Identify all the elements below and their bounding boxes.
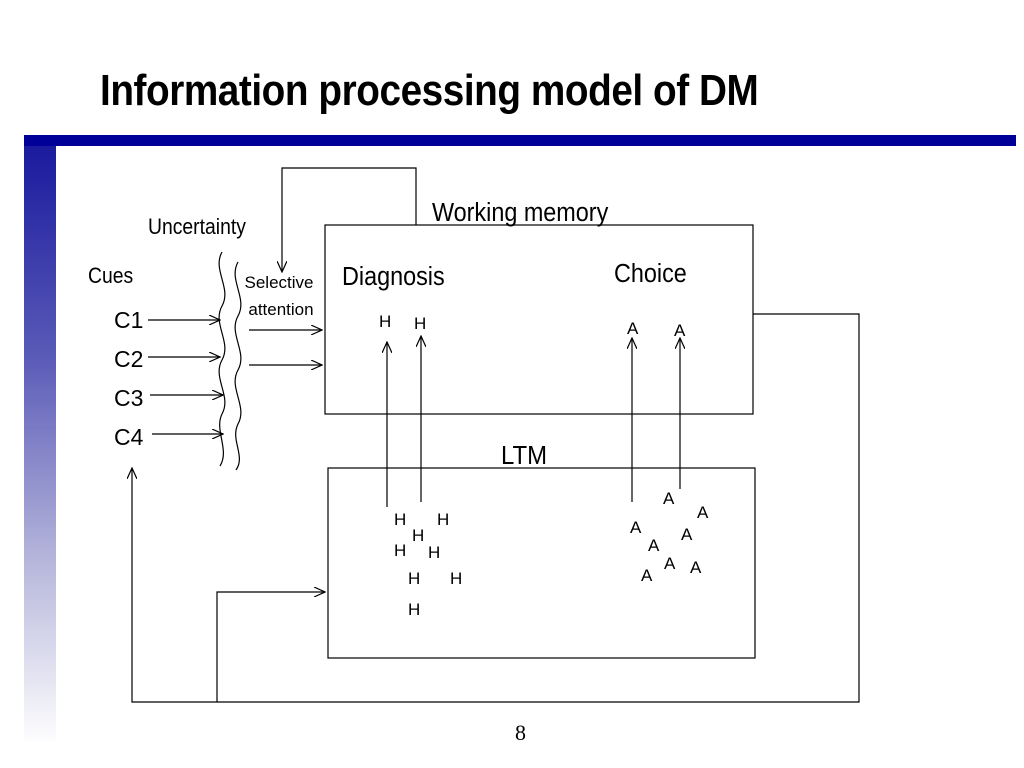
- cue-c4-label: C4: [114, 424, 144, 450]
- wm-action: A: [674, 321, 686, 340]
- wm-action: A: [627, 319, 639, 338]
- cues-label: Cues: [88, 264, 133, 288]
- title-underline-bar: [24, 135, 1016, 146]
- wm-hypothesis: H: [414, 314, 426, 333]
- ltm-hypothesis: H: [450, 569, 462, 588]
- cue-c3-label: C3: [114, 385, 143, 411]
- cue-c2-label: C2: [114, 346, 143, 372]
- uncertainty-wave-right: [234, 261, 242, 471]
- selective-attention-label-line1: Selective: [245, 273, 314, 292]
- ltm-hypothesis: H: [412, 526, 424, 545]
- ltm-action: A: [648, 536, 660, 555]
- selective-attention-feedback: [282, 167, 417, 272]
- slide-title: Information processing model of DM: [100, 66, 759, 115]
- working-memory-label: Working memory: [432, 199, 609, 227]
- page-number: 8: [515, 720, 526, 745]
- uncertainty-label: Uncertainty: [148, 215, 246, 239]
- ltm-box: [327, 467, 756, 659]
- ltm-action: A: [630, 518, 642, 537]
- ltm-action: A: [681, 525, 693, 544]
- feedback-to-ltm: [216, 592, 325, 702]
- wm-hypothesis: H: [379, 312, 391, 331]
- ltm-hypothesis: H: [394, 510, 406, 529]
- diagnosis-label: Diagnosis: [342, 263, 445, 291]
- ltm-action: A: [663, 489, 675, 508]
- ltm-action: A: [697, 503, 709, 522]
- choice-label: Choice: [614, 260, 687, 288]
- ltm-hypothesis: H: [394, 541, 406, 560]
- ltm-hypothesis: H: [437, 510, 449, 529]
- uncertainty-wave-left: [218, 251, 226, 467]
- ltm-hypothesis: H: [408, 569, 420, 588]
- working-memory-box: [324, 224, 754, 415]
- ltm-hypothesis: H: [428, 543, 440, 562]
- selective-attention-label-line2: attention: [248, 300, 313, 319]
- ltm-label: LTM: [501, 441, 547, 470]
- cue-c1-label: C1: [114, 307, 143, 333]
- side-gradient-bar: [24, 146, 56, 746]
- ltm-action: A: [664, 554, 676, 573]
- ltm-action: A: [690, 558, 702, 577]
- feedback-loop: [132, 313, 860, 703]
- ltm-action: A: [641, 566, 653, 585]
- ltm-hypothesis: H: [408, 600, 420, 619]
